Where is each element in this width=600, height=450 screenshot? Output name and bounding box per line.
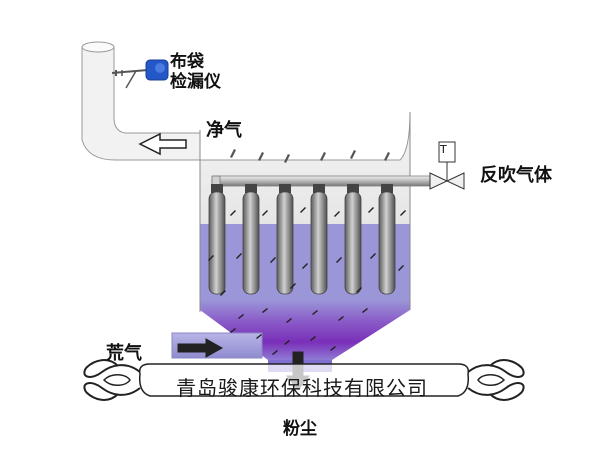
- filter-bag: [344, 184, 362, 295]
- filter-bags: [208, 184, 396, 295]
- detector-label-line2: 检漏仪: [170, 72, 221, 93]
- dust-particles: [208, 207, 406, 355]
- clean-gas-label: 净气: [206, 120, 242, 141]
- clean-airflow-marks: [230, 149, 390, 163]
- dirty-zone: [200, 224, 410, 301]
- filter-bag: [242, 184, 260, 295]
- filter-bag: [310, 184, 328, 295]
- watermark-banner: [83, 359, 525, 401]
- detector-label: 布袋 检漏仪: [170, 52, 221, 93]
- clean-gas-arrow: [138, 132, 187, 156]
- pulse-gas-label: 反吹气体: [480, 165, 552, 186]
- filter-bag: [378, 184, 396, 295]
- valve-symbol: T: [440, 143, 447, 156]
- dust-label: 粉尘: [283, 419, 317, 439]
- dirty-gas-arrow: [177, 338, 224, 358]
- pulse-valve: [429, 141, 465, 190]
- detector-label-line1: 布袋: [170, 52, 204, 72]
- bag-leak-detector: [111, 59, 169, 89]
- company-watermark-text: 青岛骏康环保科技有限公司: [176, 376, 428, 400]
- dirty-gas-label: 荒气: [106, 343, 142, 364]
- filter-bag: [276, 184, 294, 295]
- filter-bag: [208, 184, 226, 295]
- outlet-duct-top: [81, 41, 115, 53]
